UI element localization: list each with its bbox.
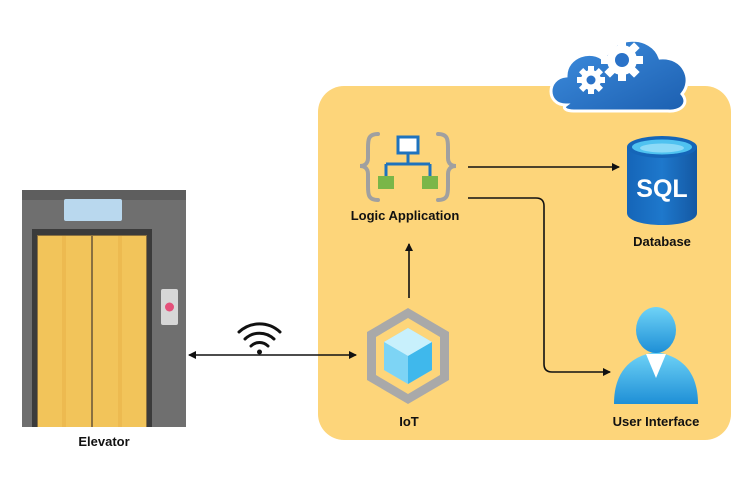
iot-label: IoT: [399, 414, 419, 429]
database-label: Database: [633, 234, 691, 249]
user-icon: [614, 307, 698, 404]
iot-hub-icon: [367, 308, 449, 404]
elevator-label: Elevator: [78, 434, 129, 449]
wifi-icon: [237, 322, 282, 355]
elevator-icon: [22, 190, 186, 427]
logic-app-icon: [359, 132, 457, 202]
user-interface-label: User Interface: [613, 414, 700, 429]
edge-logic-app-user-interface: [468, 197, 611, 376]
sql-database-icon: SQL: [627, 136, 697, 225]
cloud-gears-icon: [549, 38, 689, 113]
logic-app-label: Logic Application: [351, 208, 460, 223]
sql-badge: SQL: [636, 175, 687, 203]
